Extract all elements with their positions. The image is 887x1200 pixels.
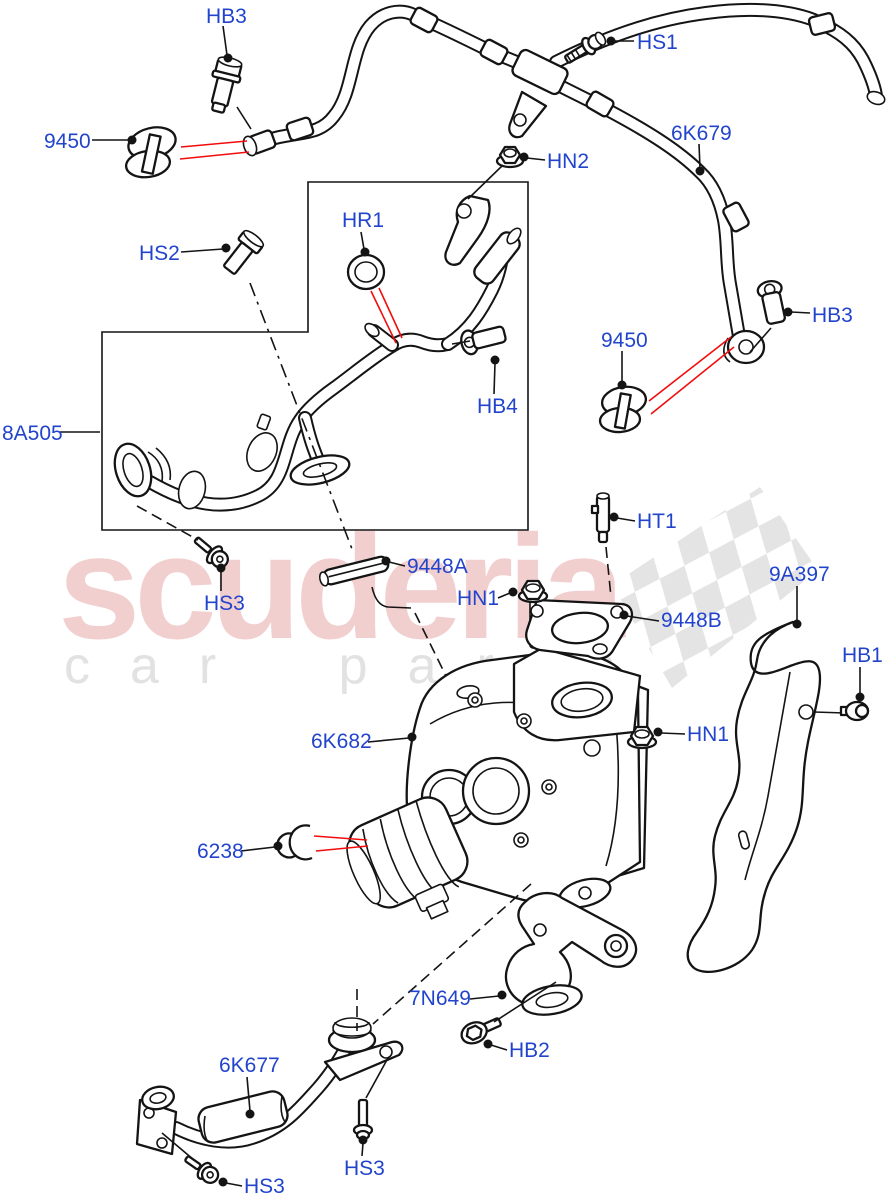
part-hs3-screw-bottom xyxy=(184,1155,220,1185)
part-6k682-turbocharger xyxy=(346,646,650,920)
part-hs2-bolt xyxy=(223,229,265,275)
part-label-9450-right[interactable]: 9450 xyxy=(601,329,648,352)
part-label-hn1-lower[interactable]: HN1 xyxy=(687,723,730,746)
part-label-6k679[interactable]: 6K679 xyxy=(671,122,732,145)
part-label-hn2[interactable]: HN2 xyxy=(547,150,590,173)
part-hb2-bolt xyxy=(460,1017,502,1045)
part-label-6k677[interactable]: 6K677 xyxy=(219,1054,280,1077)
part-6238-clip xyxy=(276,824,313,861)
part-label-8a505[interactable]: 8A505 xyxy=(2,422,63,445)
part-6k677-drain-tube xyxy=(135,1017,404,1156)
red-pointer-lines xyxy=(179,140,735,852)
part-hb4-bolt xyxy=(460,325,507,356)
part-label-hs3-left[interactable]: HS3 xyxy=(204,592,245,615)
part-9450-clamp-left xyxy=(124,126,177,179)
part-label-7n649[interactable]: 7N649 xyxy=(409,987,471,1010)
part-label-9450-left[interactable]: 9450 xyxy=(44,130,91,153)
part-label-6238[interactable]: 6238 xyxy=(197,840,244,863)
part-label-hn1-upper[interactable]: HN1 xyxy=(457,587,500,610)
part-9448a-gasket xyxy=(318,555,390,587)
assembly-dashed-lines xyxy=(136,106,772,1161)
part-label-hs2[interactable]: HS2 xyxy=(139,242,180,265)
part-ht1-stud xyxy=(590,492,611,544)
label-leader-lines xyxy=(60,25,865,1187)
part-9448b-gasket xyxy=(525,598,634,660)
part-label-hb3-top[interactable]: HB3 xyxy=(206,5,247,28)
part-hs1-screw xyxy=(564,31,607,64)
part-hs3-screw-center xyxy=(352,1098,374,1141)
part-label-hb3-right[interactable]: HB3 xyxy=(812,304,853,327)
part-label-hs1[interactable]: HS1 xyxy=(637,31,678,54)
part-hb3-bolt-right xyxy=(756,279,786,325)
part-label-hb2[interactable]: HB2 xyxy=(509,1039,550,1062)
part-hb1-bolt xyxy=(839,700,870,722)
assembly-outline-box xyxy=(101,181,529,531)
part-label-9a397[interactable]: 9A397 xyxy=(769,563,830,586)
part-hn2-nut xyxy=(495,145,525,169)
watermark-checkered-flag xyxy=(612,487,818,688)
part-hn1-nut-upper xyxy=(517,579,549,604)
part-label-hr1[interactable]: HR1 xyxy=(342,209,385,232)
part-label-hb4[interactable]: HB4 xyxy=(477,395,518,418)
part-9450-clamp-right xyxy=(598,385,648,434)
part-label-ht1[interactable]: HT1 xyxy=(637,510,677,533)
part-hb3-bolt-top xyxy=(210,56,243,114)
part-hs3-screw-left xyxy=(193,536,229,569)
part-label-6k682[interactable]: 6K682 xyxy=(311,730,372,753)
part-label-9448a[interactable]: 9448A xyxy=(407,555,468,578)
part-7n649-bracket xyxy=(504,891,638,1016)
part-hn1-nut-lower xyxy=(626,725,658,750)
part-label-hs3-bottom[interactable]: HS3 xyxy=(244,1175,285,1198)
part-label-9448b[interactable]: 9448B xyxy=(661,609,722,632)
part-label-hb1[interactable]: HB1 xyxy=(842,644,883,667)
part-label-hs3-center[interactable]: HS3 xyxy=(344,1157,385,1180)
part-9a397-heat-shield xyxy=(686,620,846,973)
part-hr1-oring xyxy=(346,253,386,291)
